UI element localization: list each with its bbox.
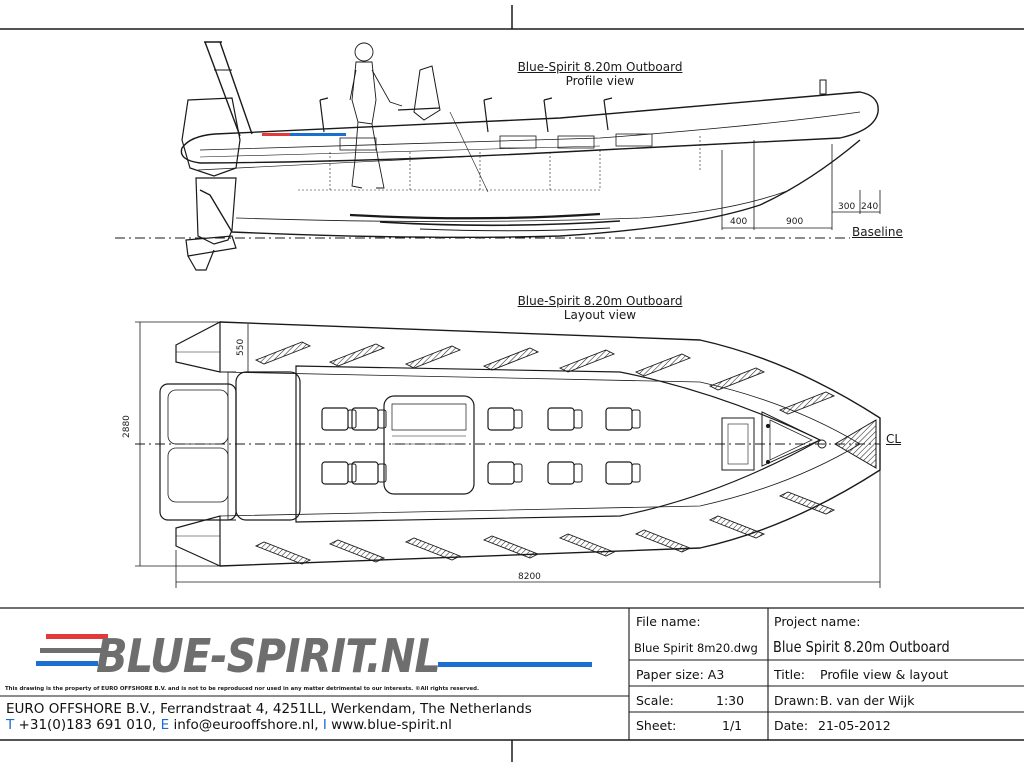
layout-title: Blue-Spirit 8.20m Outboard	[517, 294, 683, 308]
dim-tube: 550	[236, 338, 246, 356]
sheet-frame	[0, 5, 1024, 762]
dim-beam: 2880	[122, 415, 132, 438]
profile-view-drawing	[115, 41, 881, 271]
tube-pad	[404, 537, 462, 561]
scale-value: 1:30	[716, 693, 745, 708]
drawn-value: B. van der Wijk	[820, 693, 915, 708]
drawn-label: Drawn:	[774, 693, 819, 708]
title-block-frame	[0, 607, 1024, 740]
profile-title: Blue-Spirit 8.20m Outboard	[517, 60, 683, 74]
date-value: 21-05-2012	[818, 718, 891, 733]
title-value: Profile view & layout	[820, 667, 949, 682]
jockey-seat-backrest	[377, 463, 387, 483]
tube-pad	[404, 345, 462, 369]
sheet-label: Sheet:	[636, 718, 677, 733]
helm-console	[383, 395, 475, 495]
scale-label: Scale:	[636, 693, 674, 708]
tube-pad	[778, 491, 836, 515]
jockey-seat	[605, 407, 633, 431]
bow-triangle	[834, 419, 877, 469]
jockey-seat	[487, 407, 515, 431]
company-contact: T +31(0)183 691 010, E info@eurooffshore…	[6, 717, 452, 733]
jockey-seats	[321, 407, 641, 485]
centerline-label: CL	[886, 432, 902, 446]
dim-900: 900	[786, 217, 804, 227]
outboard-engine	[181, 97, 241, 271]
person-figure	[349, 42, 403, 189]
website: www.blue-spirit.nl	[331, 717, 452, 733]
tube-pad	[254, 541, 312, 565]
tube-pad	[558, 349, 616, 373]
tube-pad	[328, 343, 386, 367]
title-label: Title:	[774, 667, 805, 682]
tube-pad	[708, 367, 766, 391]
file-name-value: Blue Spirit 8m20.dwg	[634, 641, 758, 655]
jockey-seat	[321, 461, 349, 485]
jockey-seat-backrest	[377, 409, 387, 429]
tube-pad	[634, 353, 692, 377]
sheet-value: 1/1	[722, 718, 743, 733]
file-name-label: File name:	[636, 614, 701, 629]
dim-400: 400	[730, 217, 748, 227]
jockey-seat-backrest	[573, 409, 583, 429]
tube-collar	[180, 91, 879, 164]
date-label: Date:	[774, 718, 809, 733]
disclaimer: This drawing is the property of EURO OFF…	[5, 686, 480, 692]
layout-dimensions	[135, 321, 881, 588]
email-prefix: E	[160, 717, 170, 733]
tube-pad	[778, 391, 836, 415]
tube-pad	[708, 515, 766, 539]
tube-pad	[558, 533, 616, 557]
tube-pad	[634, 529, 692, 553]
company-address: EURO OFFSHORE B.V., Ferrandstraat 4, 425…	[6, 701, 532, 717]
layout-subtitle: Layout view	[563, 308, 637, 322]
jockey-seat	[605, 461, 633, 485]
jockey-seat-backrest	[513, 463, 523, 483]
project-name-label: Project name:	[774, 614, 861, 629]
jockey-seat	[487, 461, 515, 485]
dim-300: 300	[838, 202, 856, 212]
phone-prefix: T	[6, 717, 15, 733]
jockey-seat-backrest	[513, 409, 523, 429]
profile-subtitle: Profile view	[565, 74, 635, 88]
jockey-seat-backrest	[631, 409, 641, 429]
phone-number: +31(0)183 691 010,	[18, 717, 157, 733]
web-prefix: I	[322, 717, 327, 733]
email-address: info@eurooffshore.nl,	[173, 717, 319, 733]
tube-pads	[254, 341, 836, 565]
tube-pad	[328, 539, 386, 563]
jockey-seat	[321, 407, 349, 431]
jockey-seat	[547, 407, 575, 431]
tube-pad	[482, 535, 540, 559]
tube-pad	[254, 341, 312, 365]
jockey-seat	[547, 461, 575, 485]
paper-size: Paper size: A3	[636, 667, 725, 682]
svg-text:BLUE-SPIRIT.NL: BLUE-SPIRIT.NL	[96, 629, 440, 683]
jockey-seat-backrest	[573, 463, 583, 483]
tube-pad	[482, 347, 540, 371]
project-name-value: Blue Spirit 8.20m Outboard	[773, 638, 950, 656]
dim-240: 240	[861, 202, 879, 212]
blue-spirit-logo: BLUE-SPIRIT.NL	[36, 629, 592, 683]
jockey-seat-backrest	[631, 463, 641, 483]
hull	[199, 139, 861, 239]
baseline-label: Baseline	[852, 225, 903, 239]
a-frame	[204, 41, 253, 137]
dim-length: 8200	[518, 572, 541, 582]
